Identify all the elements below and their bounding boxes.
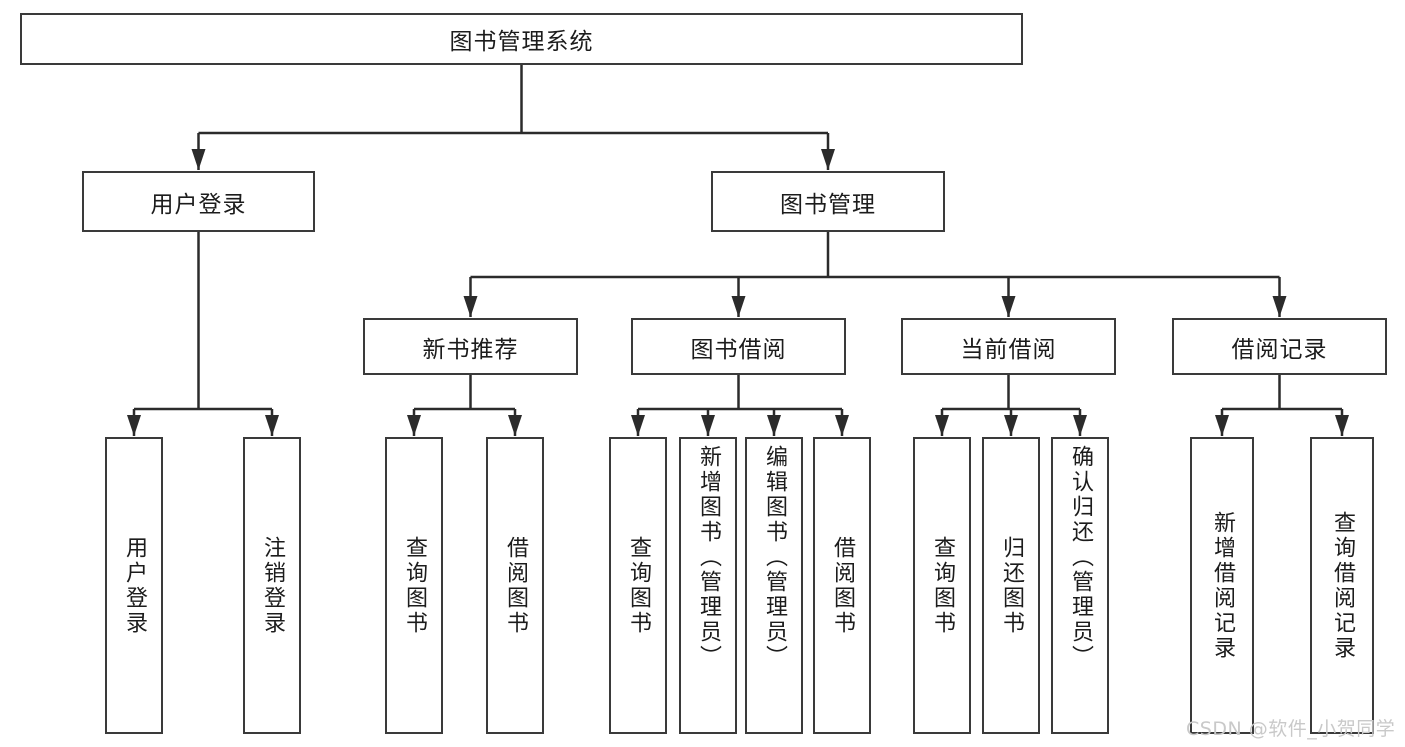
node-leaf6[interactable]: 新增图书（管理员） [679,437,737,734]
node-records[interactable]: 借阅记录 [1172,318,1387,375]
node-borrow[interactable]: 图书借阅 [631,318,846,375]
node-label: 用户登录 [150,191,247,218]
edge-arrowhead [835,415,849,436]
node-leaf4[interactable]: 借阅图书 [486,437,544,734]
node-label: 新书推荐 [422,336,519,363]
edge-arrowhead [463,296,478,317]
node-label: 确认归还（管理员） [1067,445,1093,670]
node-newbook[interactable]: 新书推荐 [363,318,578,375]
node-login[interactable]: 用户登录 [82,171,315,232]
edge-arrowhead [1335,415,1349,436]
node-label: 新增借阅记录 [1209,510,1235,661]
node-leaf10[interactable]: 归还图书 [982,437,1040,734]
node-label: 查询图书 [625,535,651,636]
edge-arrowhead [701,415,715,436]
node-label: 图书管理 [780,191,876,218]
edge-arrowhead [265,415,279,436]
node-leaf11[interactable]: 确认归还（管理员） [1051,437,1109,734]
edge-arrowhead [191,149,206,170]
node-label: 借阅图书 [502,535,528,636]
node-label: 当前借阅 [960,336,1057,363]
node-label: 新增图书（管理员） [695,445,721,670]
edge-arrowhead [767,415,781,436]
node-label: 图书管理系统 [449,29,594,55]
node-label: 图书借阅 [690,336,787,363]
node-current[interactable]: 当前借阅 [901,318,1116,375]
edge-arrowhead [1004,415,1018,436]
node-label: 查询图书 [929,535,955,636]
edge-arrowhead [127,415,141,436]
node-leaf3[interactable]: 查询图书 [385,437,443,734]
node-leaf2[interactable]: 注销登录 [243,437,301,734]
edge-arrowhead [821,149,835,170]
edge-arrowhead [1272,296,1287,317]
node-leaf1[interactable]: 用户登录 [105,437,163,734]
node-label: 编辑图书（管理员） [761,445,787,670]
node-label: 借阅记录 [1231,336,1328,363]
node-leaf5[interactable]: 查询图书 [609,437,667,734]
edge-arrowhead [508,415,522,436]
edge-arrowhead [1001,296,1016,317]
node-label: 注销登录 [259,535,285,636]
node-label: 用户登录 [121,535,147,636]
edge-arrowhead [731,296,746,317]
edge-arrowhead [1073,415,1087,436]
node-label: 查询借阅记录 [1329,510,1355,661]
node-label: 借阅图书 [829,535,855,636]
node-leaf7[interactable]: 编辑图书（管理员） [745,437,803,734]
node-leaf13[interactable]: 查询借阅记录 [1310,437,1374,734]
node-leaf8[interactable]: 借阅图书 [813,437,871,734]
node-bookmgmt[interactable]: 图书管理 [711,171,945,232]
edge-arrowhead [407,415,421,436]
edge-arrowhead [935,415,949,436]
node-label: 归还图书 [998,535,1024,636]
edge-arrowhead [631,415,645,436]
watermark: CSDN @软件_小贺同学 [1186,718,1396,740]
edge-arrowhead [1215,415,1229,436]
node-leaf9[interactable]: 查询图书 [913,437,971,734]
node-root[interactable]: 图书管理系统 [20,13,1023,65]
node-label: 查询图书 [401,535,427,636]
node-leaf12[interactable]: 新增借阅记录 [1190,437,1254,734]
